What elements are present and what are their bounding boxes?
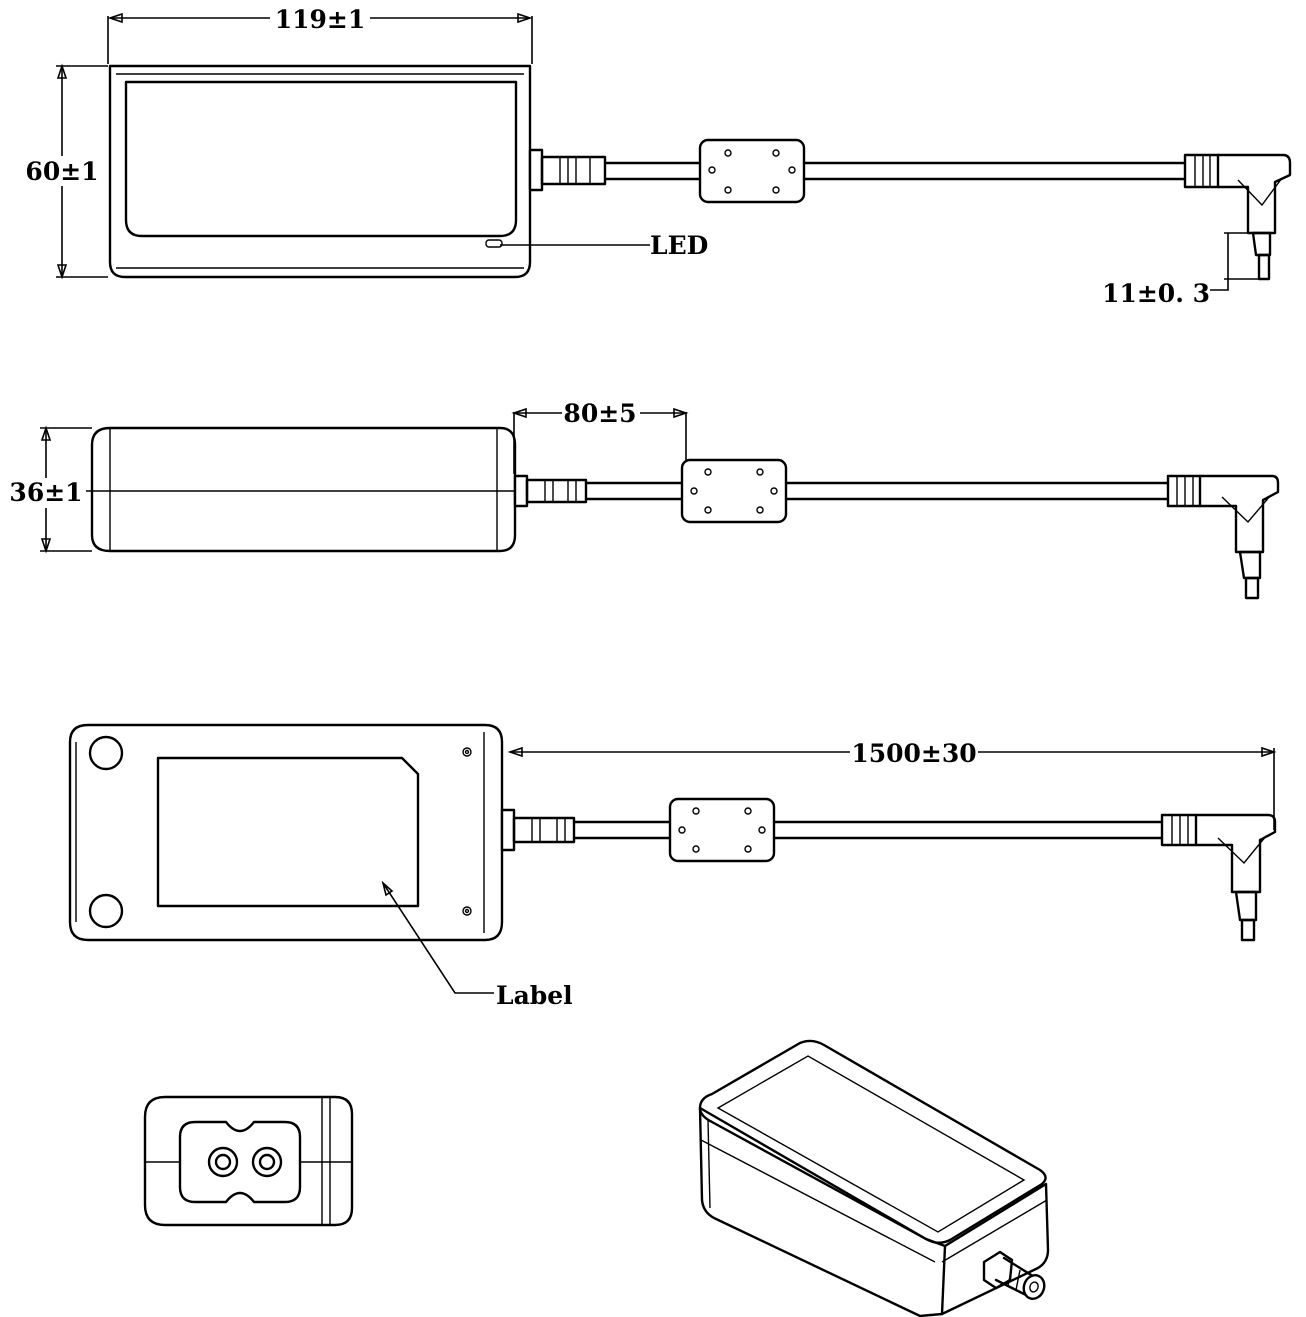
callout-led: LED (650, 231, 708, 260)
dim-thickness-side: 36±1 (9, 478, 82, 507)
callout-label: Label (496, 981, 573, 1010)
bottom-view (68, 723, 1277, 942)
end-view (143, 1095, 354, 1227)
dim-ferrite-offset: 80±5 (563, 399, 636, 428)
top-view (108, 64, 1292, 281)
dim-cable-length: 1500±30 (851, 739, 976, 768)
dim-height-top: 60±1 (25, 157, 98, 186)
dim-width-top: 119±1 (275, 5, 366, 34)
isometric-view (698, 1039, 1050, 1317)
bottom-view-dimensions: 1500±30 Label (381, 738, 1277, 1010)
side-view-dimensions: 36±1 80±5 (9, 399, 689, 554)
top-view-dimensions: 119±1 60±1 LED 11±0. 3 (25, 4, 1260, 308)
side-view (86, 426, 1280, 600)
dim-plug-length: 11±0. 3 (1102, 279, 1210, 308)
